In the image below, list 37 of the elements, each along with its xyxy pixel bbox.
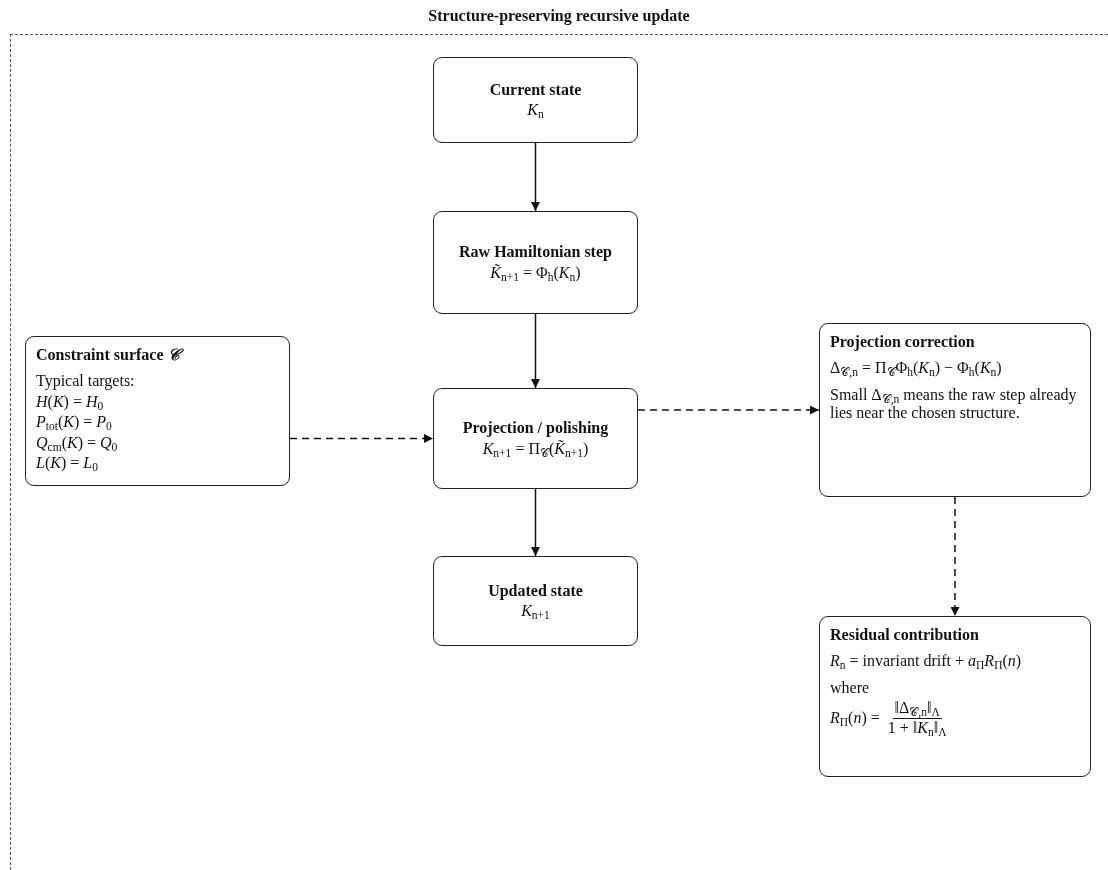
process-box <box>433 388 638 489</box>
process-box <box>25 336 290 486</box>
box-heading: Current state <box>488 80 583 99</box>
box-text: K̃$_{n+1}$ = Φ$_{h}$(K$_{n}$) <box>489 263 582 282</box>
arrow <box>289 434 434 443</box>
box-text: H(K) = H$_{0}$ <box>36 392 105 412</box>
box-heading: Raw Hamiltonian step <box>458 243 613 262</box>
arrow <box>950 496 960 617</box>
box-text: K$_{n+1}$ <box>520 602 551 621</box>
box-text: where <box>830 678 871 698</box>
box-text: Δ$_{𝒞,n}$ = Π$_{𝒞}$Φ$_{h}$(K$_{n}$) − Φ$_{h}$(K$_{n}$) <box>830 359 1003 378</box>
box-heading: Constraint surface 𝒞 <box>36 346 279 365</box>
box-text: K$_{n}$ <box>526 101 545 120</box>
box-text: Q$_{cm}$(K) = Q$_{0}$ <box>36 433 119 452</box>
fraction-numerator: ‖Δ$_{𝒞,n}$‖$_{Λ}$ <box>892 699 942 719</box>
arrow <box>531 488 540 557</box>
box-text: Small Δ$_{𝒞,n}$ means the raw step already lies near the chosen structure. <box>830 385 1078 423</box>
process-box <box>819 616 1091 777</box>
box-heading: Residual contribution <box>830 626 980 645</box>
box-text: L(K) = L$_{0}$ <box>36 453 99 473</box>
process-box <box>433 211 638 314</box>
box-text: Typical targets: <box>36 372 136 391</box>
box-text: K$_{n+1}$ = Π$_{𝒞}$(K̃$_{n+1}$) <box>481 439 590 458</box>
arrow <box>637 405 820 415</box>
formula: R$_{Π}$(n) = <box>830 708 880 728</box>
box-heading: Projection correction <box>830 333 976 352</box>
box-text: P$_{tot}$(K) = P$_{0}$ <box>36 413 113 432</box>
process-box <box>433 57 638 143</box>
arrow <box>531 313 540 389</box>
box-heading: Projection / polishing <box>461 419 610 438</box>
arrow <box>531 142 540 212</box>
fraction-denominator: 1 + ‖K$_{n}$‖$_{Λ}$ <box>886 718 948 737</box>
frame-title: Structure-preserving recursive update <box>428 7 690 25</box>
process-box <box>819 323 1091 497</box>
box-text: R$_{n}$ = invariant drift + a$_{Π}$R$_{Π}$(n) <box>830 652 1023 671</box>
process-box <box>433 556 638 646</box>
box-heading: Updated state <box>487 581 584 600</box>
